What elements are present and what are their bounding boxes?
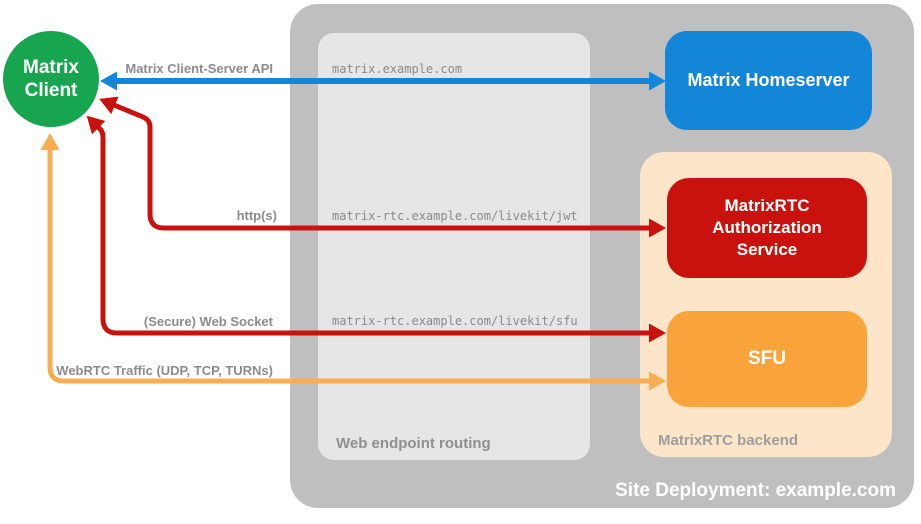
matrix-homeserver-node: Matrix Homeserver xyxy=(665,31,872,130)
web-socket-arrow-label: (Secure) Web Socket xyxy=(143,314,273,329)
matrix-client-label-line2: Client xyxy=(24,80,78,101)
matrix-client-node: Matrix Client xyxy=(3,31,99,127)
sfu-label: SFU xyxy=(748,348,786,369)
matrixrtc-authorization-service-label: MatrixRTC Authorization Service xyxy=(712,196,822,259)
client-server-api-arrow-label: Matrix Client-Server API xyxy=(125,61,273,76)
web-endpoint-routing-label: Web endpoint routing xyxy=(336,435,491,452)
matrix-homeserver-label: Matrix Homeserver xyxy=(687,70,850,90)
matrix-client-label-line1: Matrix xyxy=(23,57,79,78)
web-endpoint-routing-box: Web endpoint routing xyxy=(318,33,590,460)
matrixrtc-authorization-service-node: MatrixRTC Authorization Service xyxy=(667,178,867,278)
route-host-livekit-sfu: matrix-rtc.example.com/livekit/sfu xyxy=(332,314,578,328)
route-host-livekit-jwt: matrix-rtc.example.com/livekit/jwt xyxy=(332,209,578,223)
sfu-node: SFU xyxy=(667,311,867,407)
route-host-matrix: matrix.example.com xyxy=(332,62,463,76)
https-arrow-label: http(s) xyxy=(236,208,277,223)
matrixrtc-backend-label: MatrixRTC backend xyxy=(658,432,799,449)
site-deployment-label: Site Deployment: example.com xyxy=(615,480,896,501)
webrtc-traffic-arrow-label: WebRTC Traffic (UDP, TCP, TURNs) xyxy=(56,363,273,378)
